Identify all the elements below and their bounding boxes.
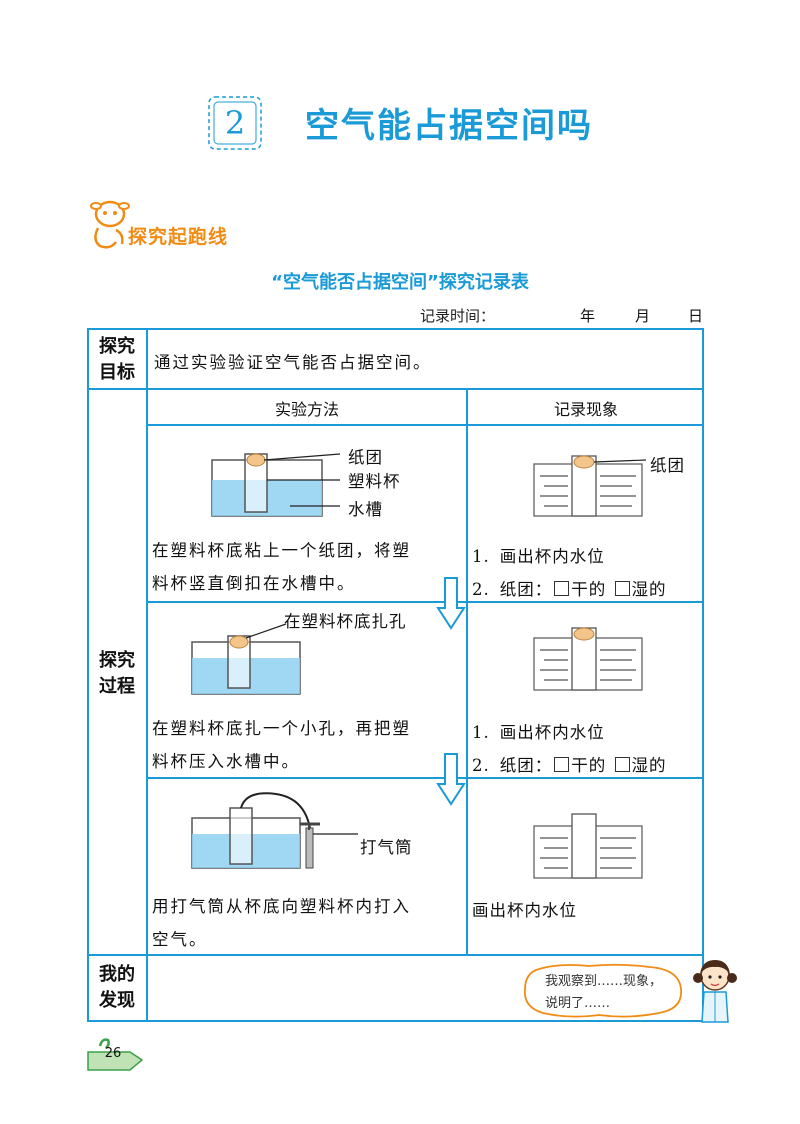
tank-cup-with-hole-illustration [191, 623, 301, 695]
section-label: 探究起跑线 [128, 226, 229, 248]
record-day-label: 日 [688, 307, 704, 325]
step2-obs1: 1.画出杯内水位 [472, 723, 605, 742]
record-month-label: 月 [635, 307, 651, 325]
table-divider [87, 954, 704, 956]
cup-in-water-record-illustration-3 [533, 813, 643, 879]
dry-checkbox[interactable] [554, 581, 570, 596]
down-arrow-icon-2 [436, 753, 466, 806]
label-poke-hole: 在塑料杯底扎孔 [284, 612, 407, 631]
bubble-text-line2: 说明了…… [545, 996, 611, 1011]
down-arrow-icon [436, 577, 466, 630]
step2-method: 在塑料杯底扎一个小孔，再把塑 料杯压入水槽中。 [152, 719, 411, 771]
step3-obs1: 画出杯内水位 [472, 901, 577, 920]
lesson-number: 2 [224, 104, 246, 142]
record-label-paper-ball: 纸团 [650, 456, 685, 475]
step1-obs2: 2.纸团：干的 湿的 [472, 580, 667, 599]
tank-with-paper-cup-illustration [211, 453, 341, 517]
finding-label: 我的发现 [99, 964, 135, 1011]
cup-in-water-record-illustration [533, 455, 647, 517]
wet-checkbox[interactable] [614, 581, 630, 596]
step1-obs1: 1.画出杯内水位 [472, 547, 605, 566]
label-plastic-cup: 塑料杯 [348, 472, 401, 491]
lesson-number-badge [208, 96, 262, 150]
bubble-text-line1: 我观察到……现象， [545, 974, 663, 989]
label-air-pump: 打气筒 [360, 838, 413, 857]
dry-checkbox-2[interactable] [554, 757, 570, 772]
step1-method: 在塑料杯底粘上一个纸团，将塑 料杯竖直倒扣在水槽中。 [152, 541, 411, 593]
record-table [87, 328, 704, 1022]
thought-bubble [523, 963, 682, 1018]
lesson-title: 空气能占据空间吗 [305, 106, 593, 146]
table-divider [87, 388, 704, 390]
label-water-tank: 水槽 [348, 500, 383, 519]
table-title: “空气能否占据空间”探究记录表 [271, 272, 529, 293]
page-number: 26 [104, 1046, 122, 1061]
table-divider [466, 389, 468, 954]
table-divider [146, 777, 704, 779]
col-method: 实验方法 [274, 400, 339, 419]
step2-obs2: 2.纸团：干的 湿的 [472, 756, 667, 775]
cow-mascot-icon [90, 200, 130, 249]
cup-in-water-record-illustration-2 [533, 627, 643, 691]
label-paper-ball: 纸团 [348, 448, 383, 467]
wet-checkbox-2[interactable] [614, 757, 630, 772]
record-year-label: 年 [580, 307, 596, 325]
table-divider [146, 424, 704, 426]
step3-method: 用打气筒从杯底向塑料杯内打入 空气。 [152, 897, 411, 949]
girl-character-icon [693, 960, 737, 1023]
col-record: 记录现象 [553, 400, 618, 419]
table-divider [146, 328, 148, 1022]
page-number-badge [87, 1038, 144, 1071]
tank-with-air-pump-illustration [191, 792, 358, 869]
record-time-label: 记录时间： [420, 307, 496, 325]
table-divider [146, 601, 704, 603]
goal-text: 通过实验验证空气能否占据空间。 [154, 353, 432, 372]
process-label: 探究过程 [99, 650, 135, 697]
goal-label: 探究目标 [99, 336, 135, 383]
